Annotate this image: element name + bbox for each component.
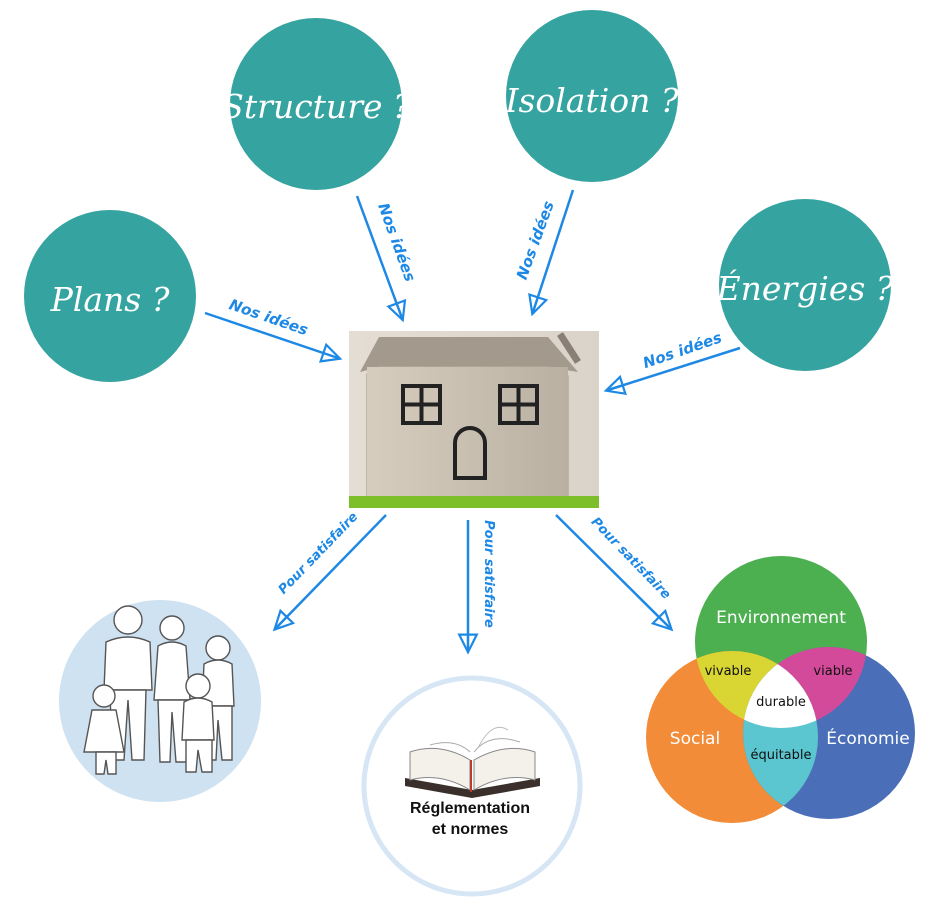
plans-circle	[24, 210, 196, 382]
energies-label: Énergies ?	[716, 268, 894, 308]
topic-energies: Énergies ?	[716, 199, 894, 371]
isolation-label: Isolation ?	[504, 81, 678, 120]
book-label-line1: Réglementation	[410, 800, 530, 817]
venn-environment-label: Environnement	[716, 608, 846, 628]
ideas-label-plans: Nos idées	[227, 295, 311, 339]
arrow-house-to-family: Pour satisfaire	[276, 509, 387, 628]
book-label-line2: et normes	[432, 821, 509, 838]
arrow-isolation-to-house: Nos idées	[513, 189, 575, 312]
house-picture	[349, 331, 599, 508]
left-window	[401, 384, 442, 425]
energies-circle	[719, 199, 891, 371]
arrow-structure-to-house: Nos idées	[355, 195, 419, 318]
ideas-label-isolation: Nos idées	[513, 199, 558, 282]
venn-economy-label: Économie	[826, 727, 909, 749]
plans-label: Plans ?	[50, 280, 170, 319]
open-book-icon	[405, 726, 540, 798]
topic-isolation: Isolation ?	[504, 10, 679, 182]
sustainability-venn: Environnement Social Économie vivable vi…	[646, 556, 915, 823]
venn-sustainable-label: durable	[756, 695, 806, 710]
venn-equitable-label: équitable	[750, 748, 811, 763]
right-window	[498, 384, 539, 425]
structure-label: Structure ?	[221, 87, 411, 126]
family-circle	[59, 600, 261, 802]
arrow-plans-to-house: Nos idées	[204, 295, 338, 358]
ideas-label-structure: Nos idées	[374, 201, 419, 284]
topic-structure: Structure ?	[221, 18, 411, 190]
isolation-circle	[506, 10, 678, 182]
grass-strip	[349, 496, 599, 508]
venn-sustainable-region	[743, 651, 818, 728]
door	[453, 426, 487, 480]
arrow-house-to-regulations: Pour satisfaire	[468, 520, 496, 650]
topic-plans: Plans ?	[24, 210, 196, 382]
arrow-energies-to-house: Nos idées	[608, 328, 741, 390]
structure-circle	[230, 18, 402, 190]
regulations-circle: Réglementation et normes	[361, 675, 583, 897]
venn-viable-label: viable	[813, 664, 852, 679]
house-icon	[360, 332, 581, 497]
venn-livable-label: vivable	[705, 664, 752, 679]
arrow-house-to-venn: Pour satisfaire	[555, 514, 673, 628]
venn-social-label: Social	[670, 729, 720, 749]
satisfy-label-regulations: Pour satisfaire	[481, 520, 496, 628]
family-drawing-icon	[83, 605, 235, 775]
